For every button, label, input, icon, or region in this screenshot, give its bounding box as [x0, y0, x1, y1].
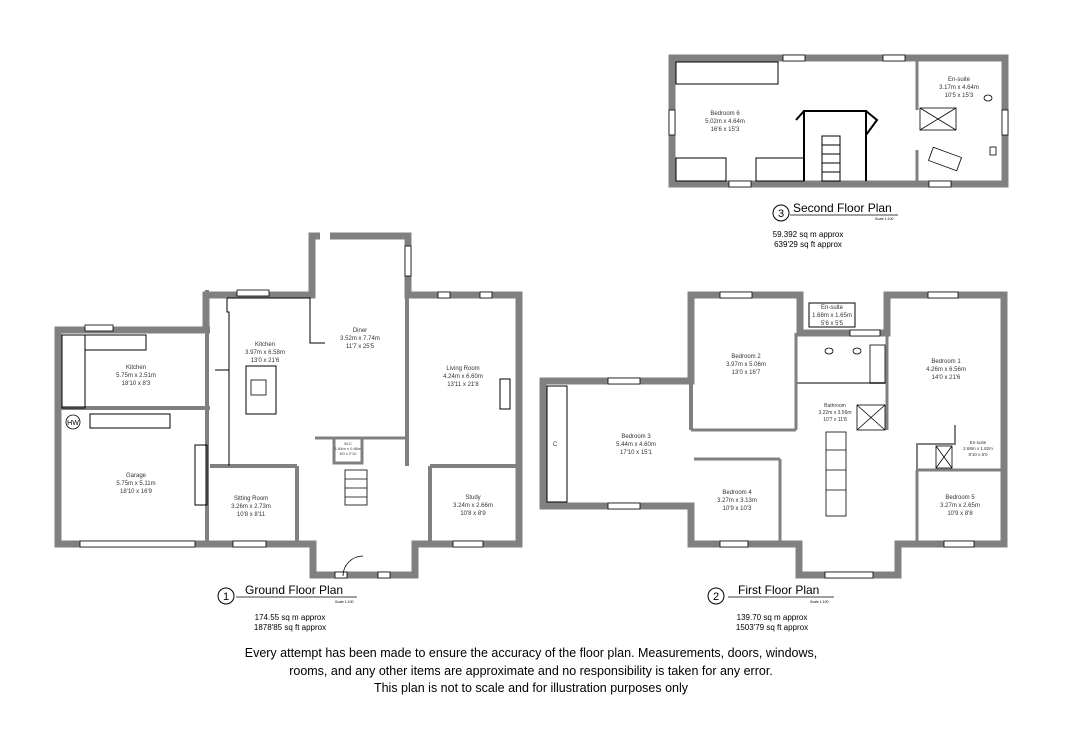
floor-number-badge [772, 204, 790, 222]
room-metric: 4.26m x 6.56m [926, 367, 966, 373]
room-name: Kitchen [126, 365, 146, 371]
room-imperial: 13'0 x 21'6 [251, 358, 280, 364]
first-room-labels: Bedroom 2 3.97m x 5.06m 13'0 x 16'7 En-s… [616, 305, 993, 517]
room-name: Study [465, 495, 480, 501]
area-sqm: 139.70 sq m approx [737, 613, 808, 622]
room-imperial: 17'10 x 15'1 [620, 450, 653, 456]
room-name: Bedroom 4 [722, 490, 752, 496]
room-metric: 3.97m x 6.58m [245, 350, 285, 356]
hot-water-cylinder-icon [65, 414, 81, 430]
room-name: En-suite [970, 440, 987, 445]
room-metric: 5.44m x 4.60m [616, 442, 656, 448]
area-sqft: 639'29 sq ft approx [774, 240, 842, 249]
room-name: Garage [126, 473, 147, 479]
room-imperial: 10'8 x 8'11 [237, 512, 266, 518]
room-name: Bathroom [824, 403, 846, 409]
room-name: W.C [344, 441, 352, 446]
scale-label: Scale 1:100 [335, 600, 354, 604]
ground-floor-plan: HW Kitchen 5.75m x 2.51m 18'10 x 8'3 Kit… [54, 232, 523, 632]
room-imperial: 11'7 x 25'5 [346, 344, 375, 350]
hw-label: HW [67, 420, 79, 427]
disclaimer: Every attempt has been made to ensure th… [245, 646, 818, 695]
cupboard-label: C [553, 442, 558, 448]
second-floor-plan: Bedroom 6 5.02m x 4.64m 16'6 x 15'3 En-s… [668, 54, 1009, 249]
room-metric: 3.52m x 7.74m [340, 336, 380, 342]
floor-number-badge [707, 587, 725, 605]
room-name: Bedroom 2 [731, 354, 761, 360]
room-metric: 3.26m x 2.73m [231, 504, 271, 510]
scale-label: Scale 1:100 [810, 600, 829, 604]
ground-room-labels: Kitchen 5.75m x 2.51m 18'10 x 8'3 Kitche… [116, 328, 493, 518]
room-imperial: 18'10 x 16'9 [120, 489, 153, 495]
area-sqft: 1878'85 sq ft approx [254, 623, 326, 632]
room-name: Sitting Room [234, 496, 268, 502]
disclaimer-line: rooms, and any other items are approxima… [289, 664, 773, 678]
room-name: Bedroom 5 [945, 495, 975, 501]
room-name: En-suite [948, 77, 971, 83]
room-metric: 5.75m x 2.51m [116, 373, 156, 379]
disclaimer-line: Every attempt has been made to ensure th… [245, 646, 818, 660]
room-imperial: 10'5 x 15'3 [945, 93, 974, 99]
floor-number: 1 [223, 591, 229, 603]
room-name: En-suite [821, 305, 844, 311]
room-metric: 3.17m x 4.64m [939, 85, 979, 91]
floor-title: Ground Floor Plan [245, 583, 343, 597]
room-metric: 3.97m x 5.06m [726, 362, 766, 368]
room-name: Living Room [446, 366, 479, 372]
room-name: Bedroom 6 [710, 111, 740, 117]
room-imperial: 13'0 x 16'7 [732, 370, 761, 376]
room-metric: 1.84m x 0.86m [335, 446, 362, 451]
room-imperial: 5'6 x 5'5 [821, 321, 844, 327]
ground-floor-outer-wall [54, 232, 523, 579]
room-imperial: 10'8 x 8'9 [460, 511, 486, 517]
room-imperial: 8'10 x 6'0 [969, 452, 988, 457]
room-metric: 5.02m x 4.64m [705, 119, 745, 125]
room-imperial: 18'10 x 8'3 [122, 381, 151, 387]
room-metric: 3.27m x 2.65m [940, 503, 980, 509]
area-sqm: 174.55 sq m approx [255, 613, 326, 622]
room-name: Kitchen [255, 342, 275, 348]
floor-title: Second Floor Plan [793, 201, 892, 215]
floor-number: 2 [713, 591, 719, 603]
disclaimer-line: This plan is not to scale and for illust… [374, 681, 689, 695]
room-metric: 2.69m x 1.82m [963, 446, 993, 451]
first-floor-plan: C Bedroom 2 3.97m x 5.06m 13'0 x 16'7 En… [539, 291, 1008, 632]
room-imperial: 10'7 x 11'8 [823, 417, 847, 423]
room-metric: 1.68m x 1.65m [812, 313, 852, 319]
room-metric: 3.22m x 3.56m [818, 410, 851, 416]
room-imperial: 13'11 x 21'8 [447, 382, 479, 388]
room-metric: 3.27m x 3.13m [717, 498, 757, 504]
area-sqm: 59.392 sq m approx [773, 230, 844, 239]
room-imperial: 14'0 x 21'6 [932, 375, 961, 381]
room-imperial: 10'9 x 10'3 [723, 506, 752, 512]
first-floor-outer-wall [539, 291, 1008, 579]
room-metric: 5.75m x 5.11m [116, 481, 155, 487]
floor-title: First Floor Plan [738, 583, 819, 597]
room-metric: 4.24m x 6.60m [443, 374, 483, 380]
scale-label: Scale 1:100 [875, 217, 894, 221]
room-name: Bedroom 1 [931, 359, 961, 365]
room-name: Bedroom 3 [621, 434, 651, 440]
room-metric: 3.24m x 2.66m [453, 503, 493, 509]
area-sqft: 1503'79 sq ft approx [736, 623, 808, 632]
floor-number-badge [217, 587, 235, 605]
ensuite-label-box [808, 302, 856, 328]
room-imperial: 16'6 x 15'3 [711, 127, 740, 133]
room-imperial: 6'0 x 2'10 [340, 451, 358, 456]
floor-number: 3 [778, 208, 784, 220]
room-name: Diner [353, 328, 367, 334]
room-imperial: 10'9 x 8'8 [947, 511, 973, 517]
